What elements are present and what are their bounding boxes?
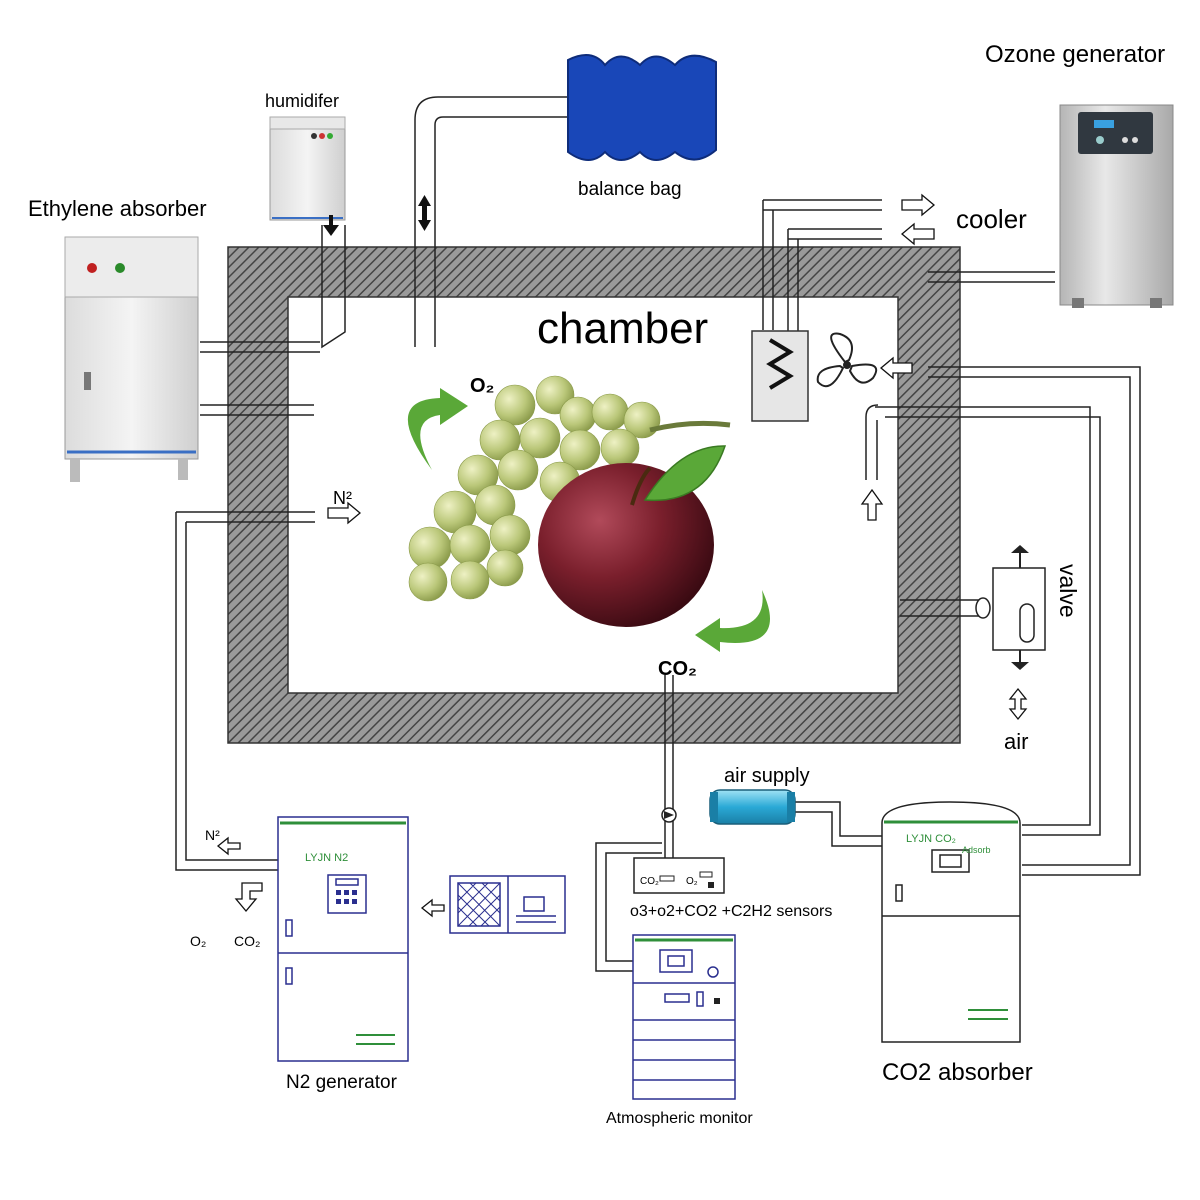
chamber-wall: [227, 246, 961, 744]
n2-in-arrow-icon: [327, 501, 362, 525]
co2-exhaust-label: CO₂: [234, 933, 260, 949]
ozone-generator-device: [1059, 104, 1174, 308]
co2-absorber-device: [881, 801, 1021, 1043]
valve-label: valve: [1055, 564, 1081, 618]
air-supply-tank: [709, 789, 796, 825]
n2-in-label: N²: [333, 488, 352, 508]
cooler-label: cooler: [956, 204, 1027, 234]
co2-absorber-sub: Adsorb: [962, 845, 991, 855]
balance-bag-label: balance bag: [578, 179, 682, 200]
cooler-in-arrow-icon: [900, 222, 935, 246]
o2-curved-arrow-icon: [407, 388, 468, 470]
chamber-label: chamber: [537, 304, 708, 353]
co2-absorber-brand: LYJN CO₂: [906, 833, 956, 845]
n2-exit-arrow-icon: [216, 836, 241, 856]
left-arrow-icon: [420, 898, 445, 918]
double-arrow-icon: [418, 195, 431, 231]
humidifier-label: humidifer: [265, 91, 339, 111]
sensor-box: CO₂ O₂: [633, 857, 725, 894]
o2-exhaust-label: O₂: [190, 933, 206, 949]
ethylene-absorber-label: Ethylene absorber: [28, 196, 207, 221]
air-double-arrow-icon: [1008, 687, 1028, 721]
exhaust-arrow-icon: [234, 882, 263, 913]
co2-curved-arrow-icon: [695, 590, 770, 652]
n2-generator-device: [277, 816, 409, 1062]
grapes-image: [408, 375, 731, 602]
atmospheric-monitor-label: Atmospheric monitor: [606, 1110, 753, 1127]
up-arrow-icon: [860, 488, 884, 521]
fan-icon: [816, 332, 878, 388]
n2-generator-label: N2 generator: [286, 1072, 398, 1093]
sensor-o2-label: O₂: [686, 876, 698, 887]
down-arrow-icon: [323, 215, 339, 236]
sensor-co2-label: CO₂: [640, 876, 659, 887]
co2-absorber-label: CO2 absorber: [882, 1059, 1033, 1086]
coil-icon: [751, 330, 809, 422]
fan-inlet-arrow-icon: [879, 356, 913, 380]
co2-out-label: CO₂: [658, 658, 697, 680]
atmospheric-monitor-device: [632, 934, 736, 1100]
air-label: air: [1004, 729, 1028, 754]
humidifier-device: [269, 116, 346, 221]
o2-in-label: O₂: [470, 375, 494, 397]
ethylene-absorber-device: [64, 236, 199, 482]
valve-icon: [975, 545, 1046, 670]
n2-generator-brand: LYJN N2: [305, 852, 348, 864]
ozone-generator-label: Ozone generator: [985, 41, 1165, 68]
flow-valve-icon: [661, 807, 677, 823]
cooler-out-arrow-icon: [901, 193, 936, 217]
n2-exit-label: N²: [205, 827, 220, 843]
apple-image: [538, 445, 727, 627]
balance-bag: [567, 54, 717, 161]
air-supply-label: air supply: [724, 765, 810, 787]
filter-icon: [449, 875, 566, 934]
sensors-label: o3+o2+CO2 +C2H2 sensors: [630, 903, 832, 920]
pipes: [175, 96, 1141, 972]
